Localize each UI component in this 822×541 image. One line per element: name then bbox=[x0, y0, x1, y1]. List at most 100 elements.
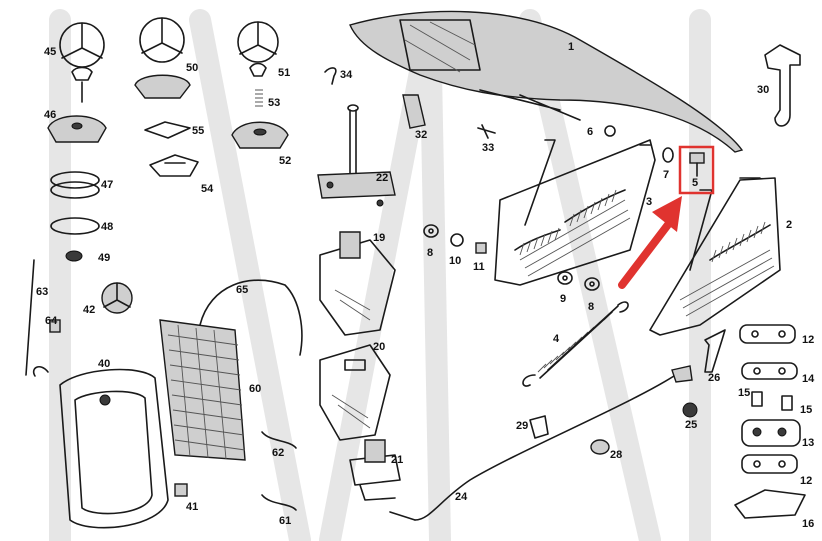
label-19: 19 bbox=[373, 232, 385, 244]
part-8-washer bbox=[423, 224, 439, 238]
label-13: 13 bbox=[802, 437, 814, 449]
part-32-bracket bbox=[402, 94, 426, 129]
label-54: 54 bbox=[201, 183, 214, 195]
part-41-clip bbox=[174, 483, 188, 497]
label-46: 46 bbox=[44, 109, 56, 121]
part-46-cap bbox=[47, 115, 107, 143]
label-6: 6 bbox=[587, 126, 593, 138]
part-64-clip bbox=[49, 319, 61, 333]
label-2: 2 bbox=[786, 219, 792, 231]
label-11: 11 bbox=[473, 261, 485, 273]
part-28-grommet bbox=[590, 439, 610, 455]
part-47-ring bbox=[50, 171, 100, 199]
label-15b: 15 bbox=[800, 404, 812, 416]
label-7: 7 bbox=[663, 169, 669, 181]
part-49-nut bbox=[65, 250, 83, 262]
label-25: 25 bbox=[685, 419, 697, 431]
part-9-washer bbox=[557, 271, 573, 285]
part-21-latch bbox=[349, 439, 401, 501]
part-3-hinge bbox=[494, 139, 656, 286]
part-15-spacers bbox=[751, 391, 793, 411]
label-34: 34 bbox=[340, 69, 353, 81]
part-42-badge bbox=[101, 282, 133, 314]
label-63: 63 bbox=[36, 286, 48, 298]
label-14: 14 bbox=[802, 373, 815, 385]
part-11-nut bbox=[475, 242, 487, 254]
label-12: 12 bbox=[802, 334, 814, 346]
label-21: 21 bbox=[391, 454, 403, 466]
label-9: 9 bbox=[560, 293, 566, 305]
label-15a: 15 bbox=[738, 387, 750, 399]
label-42: 42 bbox=[83, 304, 95, 316]
part-13-plate bbox=[741, 419, 801, 447]
part-55-gasket bbox=[144, 121, 191, 139]
part-10-washer bbox=[450, 233, 464, 247]
part-25-nut bbox=[682, 402, 698, 418]
part-33-screw bbox=[477, 124, 496, 139]
label-24: 24 bbox=[455, 491, 468, 503]
label-1: 1 bbox=[568, 41, 574, 53]
label-10: 10 bbox=[449, 255, 461, 267]
part-7-washer bbox=[662, 147, 674, 163]
label-8b: 8 bbox=[588, 301, 594, 313]
part-29-clip bbox=[529, 415, 549, 439]
part-6-washer bbox=[604, 125, 616, 137]
part-12b-plate bbox=[741, 454, 798, 474]
part-1-hood bbox=[349, 10, 744, 153]
part-24-cable bbox=[389, 365, 693, 521]
label-28: 28 bbox=[610, 449, 622, 461]
label-40: 40 bbox=[98, 358, 110, 370]
part-2-hinge bbox=[649, 177, 781, 336]
part-54-gasket bbox=[149, 154, 199, 177]
label-62: 62 bbox=[272, 447, 284, 459]
label-22: 22 bbox=[376, 172, 388, 184]
label-61: 61 bbox=[279, 515, 291, 527]
label-48: 48 bbox=[101, 221, 113, 233]
part-30-hook bbox=[764, 44, 801, 127]
label-50: 50 bbox=[186, 62, 198, 74]
part-8b-washer bbox=[584, 277, 600, 291]
label-60: 60 bbox=[249, 383, 261, 395]
label-32: 32 bbox=[415, 129, 427, 141]
part-19-lock-bracket bbox=[319, 231, 396, 336]
part-62-strip bbox=[261, 431, 297, 449]
part-12-plate bbox=[739, 324, 796, 344]
label-49: 49 bbox=[98, 252, 110, 264]
part-53-spring bbox=[255, 89, 263, 107]
label-12b: 12 bbox=[800, 475, 812, 487]
part-40-grille-shell bbox=[59, 368, 169, 529]
label-65: 65 bbox=[236, 284, 248, 296]
label-26: 26 bbox=[708, 372, 720, 384]
label-45: 45 bbox=[44, 46, 56, 58]
part-65-trim bbox=[199, 279, 303, 356]
label-53: 53 bbox=[268, 97, 280, 109]
label-55: 55 bbox=[192, 125, 204, 137]
part-16-base bbox=[734, 489, 806, 519]
label-3: 3 bbox=[646, 196, 652, 208]
label-5: 5 bbox=[692, 177, 698, 189]
label-52: 52 bbox=[279, 155, 291, 167]
label-51: 51 bbox=[278, 67, 290, 79]
label-4: 4 bbox=[553, 333, 560, 345]
part-20-lock-bracket bbox=[319, 344, 391, 441]
part-34-stud bbox=[324, 67, 337, 85]
part-4-spring bbox=[522, 301, 629, 387]
part-60-grille bbox=[159, 319, 246, 461]
label-41: 41 bbox=[186, 501, 198, 513]
label-30: 30 bbox=[757, 84, 769, 96]
part-50-star-emblem bbox=[134, 17, 191, 99]
part-14-plate bbox=[741, 362, 798, 380]
label-47: 47 bbox=[101, 179, 113, 191]
part-26-handle bbox=[704, 329, 726, 373]
part-ring-clip bbox=[32, 365, 49, 377]
label-20: 20 bbox=[373, 341, 385, 353]
label-64: 64 bbox=[45, 315, 58, 327]
label-8: 8 bbox=[427, 247, 433, 259]
part-22-lock-rod bbox=[317, 104, 396, 207]
label-16: 16 bbox=[802, 518, 814, 530]
part-51-star-emblem bbox=[237, 21, 279, 77]
part-52-base bbox=[231, 121, 289, 149]
part-63-rod bbox=[25, 259, 35, 376]
part-5-bolt bbox=[689, 152, 705, 177]
